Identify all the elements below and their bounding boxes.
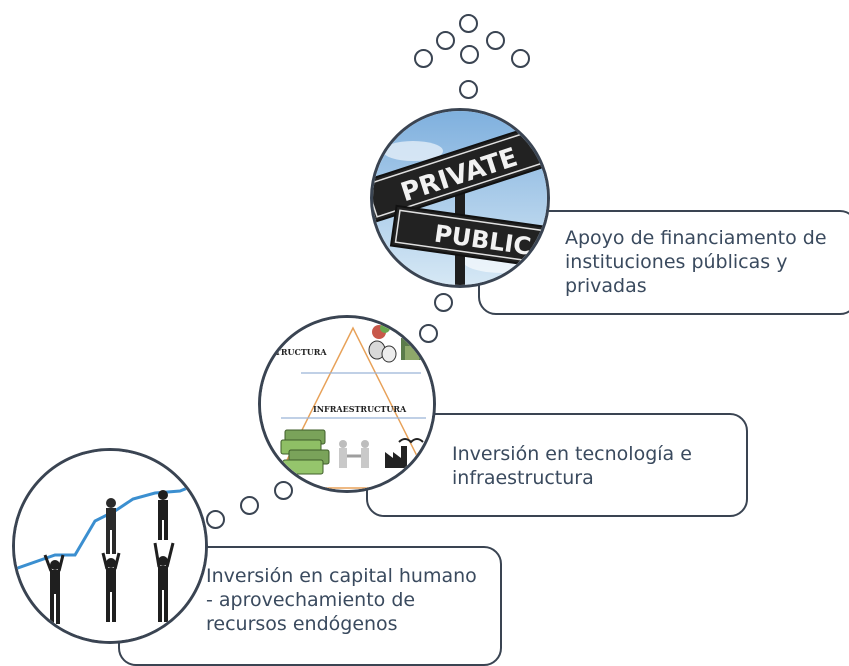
thought-bubble xyxy=(274,481,293,500)
thought-bubble xyxy=(486,31,505,50)
diagram-label-structure: ESTRUCTURA xyxy=(263,347,327,357)
callout-human-capital-text: Inversión en capital humano - aprovecham… xyxy=(206,564,477,636)
thought-bubble xyxy=(434,293,453,312)
callout-line: Inversión en capital humano xyxy=(206,565,477,587)
diagram-canvas: Apoyo de financiamento de instituciones … xyxy=(12,14,849,666)
human-capital-image xyxy=(12,448,208,644)
thought-bubble xyxy=(459,14,478,33)
callout-line: instituciones públicas y xyxy=(565,251,788,273)
callout-line: privadas xyxy=(565,275,647,297)
thought-bubble xyxy=(460,45,479,64)
infrastructure-diagram-image: ESTRUCTURA INFRAESTRUCTURA xyxy=(258,315,436,493)
callout-technology xyxy=(366,413,748,517)
callout-line: recursos endógenos xyxy=(206,613,398,635)
thought-bubble xyxy=(511,49,530,68)
diagram-label-infrastructure: INFRAESTRUCTURA xyxy=(313,404,407,414)
private-public-sign-image: PRIVATE PUBLIC xyxy=(370,108,550,288)
callout-line: infraestructura xyxy=(452,467,594,489)
thought-bubble xyxy=(459,80,478,99)
thought-bubble xyxy=(240,496,259,515)
callout-line: Apoyo de financiamento de xyxy=(565,227,827,249)
callout-line: - aprovechamiento de xyxy=(206,589,416,611)
callout-financing-text: Apoyo de financiamento de instituciones … xyxy=(565,226,827,298)
thought-bubble xyxy=(414,49,433,68)
thought-bubble xyxy=(436,31,455,50)
thought-bubble xyxy=(206,510,225,529)
callout-technology-text: Inversión en tecnología e infraestructur… xyxy=(452,442,692,490)
callout-line: Inversión en tecnología e xyxy=(452,443,692,465)
thought-bubble xyxy=(419,324,438,343)
